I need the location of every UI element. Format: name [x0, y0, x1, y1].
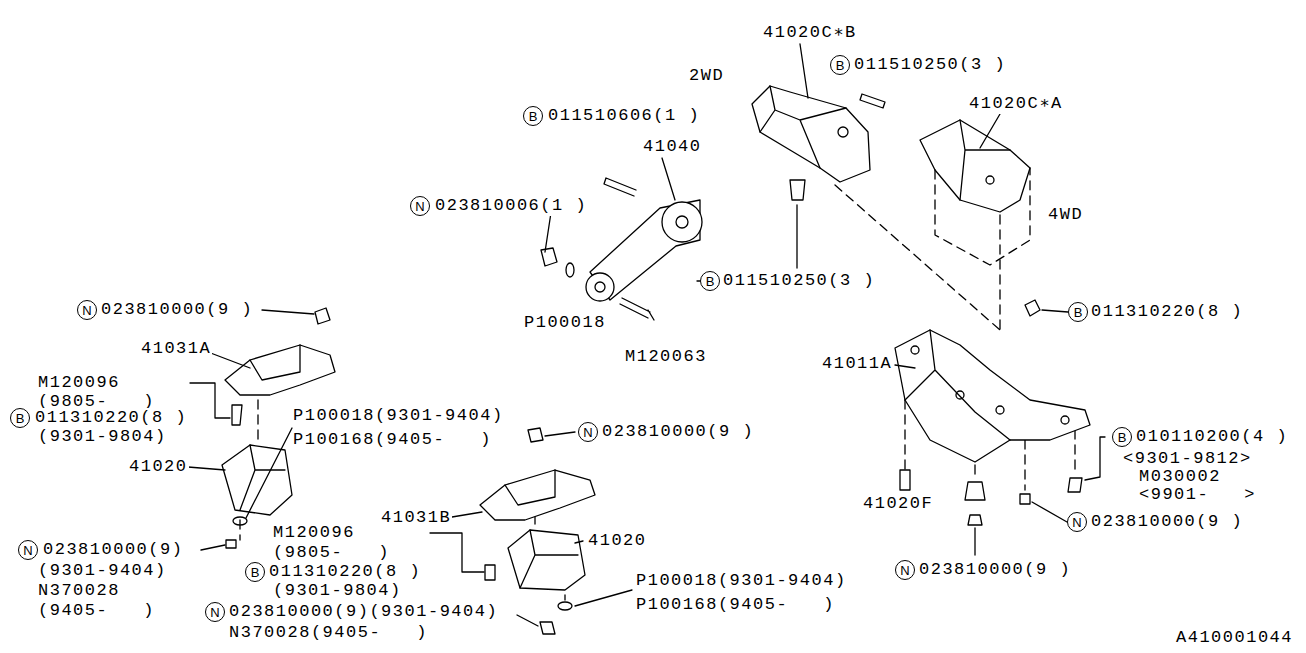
- symbol-letter: N: [23, 544, 32, 557]
- part-number: 41020C∗B: [762, 23, 858, 43]
- part-number: 41011A: [821, 354, 893, 374]
- part-number: 41031A: [140, 339, 212, 359]
- circled-letter: B: [1068, 302, 1088, 322]
- circled-letter: N: [410, 196, 430, 216]
- symbol-letter: N: [1072, 516, 1081, 529]
- part-number: N370028(9405- ): [228, 623, 429, 643]
- part-number: 023810000(9): [42, 540, 184, 560]
- symbol-letter: B: [16, 412, 25, 425]
- part-number: (9405- ): [37, 601, 156, 621]
- part-number: M120063: [624, 347, 708, 367]
- part-number: 41020: [587, 531, 648, 551]
- circled-letter: B: [1112, 427, 1132, 447]
- symbol-letter: N: [415, 200, 424, 213]
- part-number: 41020F: [862, 494, 934, 514]
- symbol-letter: B: [1074, 306, 1083, 319]
- circled-letter: B: [830, 55, 850, 75]
- symbol-letter: N: [900, 564, 909, 577]
- part-number: 011310220(8 ): [1090, 302, 1244, 322]
- part-number: P100018(9301-9404): [635, 571, 848, 591]
- part-number: (9301-9404): [37, 561, 168, 581]
- circled-letter: B: [700, 271, 720, 291]
- part-number: 023810000(9 ): [1090, 512, 1244, 532]
- circled-letter: N: [18, 540, 38, 560]
- part-number: 41031B: [380, 508, 452, 528]
- part-number: 023810000(9 ): [100, 300, 254, 320]
- part-number: 023810000(9 ): [918, 560, 1072, 580]
- part-number: P100168(9405- ): [292, 430, 493, 450]
- part-number: N370028: [37, 581, 121, 601]
- part-number: (9805- ): [272, 543, 391, 563]
- part-number: M120096: [272, 523, 356, 543]
- circled-letter: N: [895, 560, 915, 580]
- part-number: <9301-9812>: [1122, 449, 1253, 469]
- symbol-letter: B: [836, 59, 845, 72]
- part-number: <9901- >: [1138, 485, 1257, 505]
- circled-letter: N: [77, 300, 97, 320]
- bracket-4wd: [920, 120, 1040, 316]
- part-number: (9301-9804): [272, 581, 403, 601]
- symbol-letter: B: [1118, 431, 1127, 444]
- symbol-letter: B: [251, 566, 260, 579]
- part-number: 023810006(1 ): [434, 196, 588, 216]
- circled-letter: N: [205, 602, 225, 622]
- symbol-letter: N: [82, 304, 91, 317]
- part-number: P100018(9301-9404): [292, 406, 505, 426]
- circled-letter: B: [523, 106, 543, 126]
- part-number: P100168(9405- ): [635, 595, 836, 615]
- part-number: 011510250(3 ): [853, 55, 1007, 75]
- part-number: M030002: [1138, 467, 1222, 487]
- circled-letter: B: [10, 408, 30, 428]
- part-number: 41020: [128, 457, 189, 477]
- engine-mount-left: [222, 308, 335, 548]
- crossmember: [895, 330, 1090, 555]
- part-number: 41020C∗A: [968, 94, 1064, 114]
- part-number: 011310220(8 ): [268, 562, 422, 582]
- part-number: 023810000(9)(9301-9404): [228, 602, 499, 622]
- part-number: 011310220(8 ): [34, 408, 188, 428]
- leader-line: [188, 44, 1105, 626]
- part-number: 011510606(1 ): [547, 106, 701, 126]
- symbol-letter: B: [706, 275, 715, 288]
- part-number: P100018: [523, 313, 607, 333]
- symbol-letter: B: [529, 110, 538, 123]
- part-number: 41040: [642, 137, 703, 157]
- part-number: 011510250(3 ): [722, 271, 876, 291]
- part-number: (9301-9804): [37, 427, 168, 447]
- circled-letter: N: [1067, 512, 1087, 532]
- part-number: 2WD: [688, 66, 725, 86]
- circled-letter: N: [578, 422, 598, 442]
- part-number: A410001044: [1175, 628, 1294, 648]
- symbol-letter: N: [210, 606, 219, 619]
- circled-letter: B: [245, 562, 265, 582]
- bracket-2wd: [752, 86, 885, 268]
- part-number: 010110200(4 ): [1135, 427, 1289, 447]
- symbol-letter: N: [583, 426, 592, 439]
- part-number: M120096: [37, 373, 121, 393]
- part-number: 4WD: [1047, 205, 1084, 225]
- part-number: 023810000(9 ): [601, 422, 755, 442]
